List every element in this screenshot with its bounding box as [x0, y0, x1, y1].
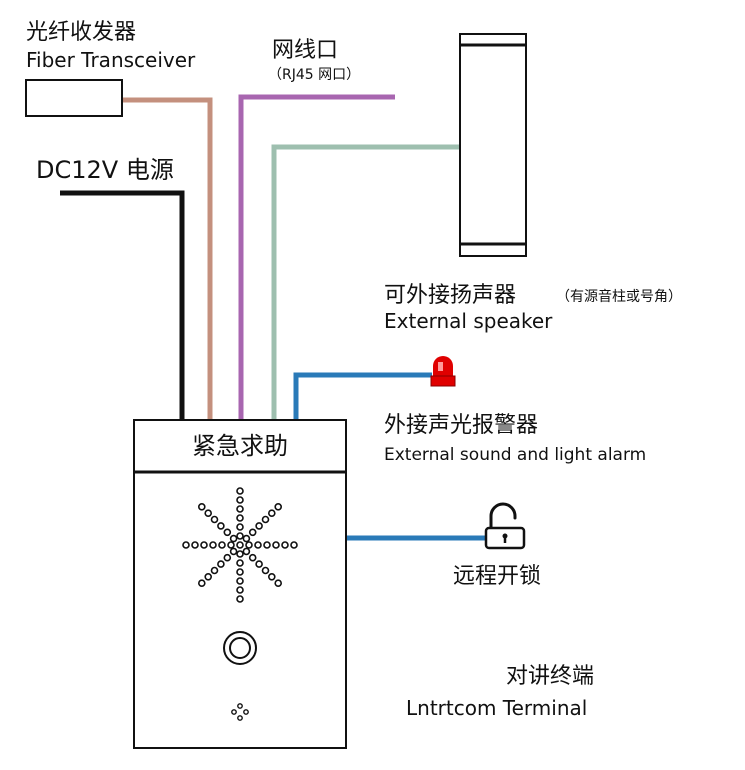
grille-hole — [236, 505, 244, 513]
speaker-label-en: External speaker — [384, 309, 553, 333]
grille-hole — [200, 541, 208, 549]
intercom-terminal — [133, 419, 347, 749]
grille-hole — [236, 514, 244, 522]
grille-hole — [263, 541, 271, 549]
grille-hole — [255, 560, 263, 568]
grille-hole — [236, 496, 244, 504]
grille-hole — [274, 502, 283, 511]
grille-hole — [290, 541, 298, 549]
network-wire — [238, 94, 395, 420]
terminal-header-box — [133, 419, 347, 473]
grille-hole — [236, 559, 244, 567]
alarm-light-icon — [430, 356, 456, 387]
grille-hole — [242, 547, 251, 556]
remote-unlock-label: 远程开锁 — [453, 564, 542, 589]
fiber-transceiver-label-zh: 光纤收发器 — [26, 20, 137, 45]
grille-hole — [242, 534, 251, 543]
grille-hole — [255, 522, 263, 530]
grille-hole — [210, 566, 219, 575]
grille-hole — [236, 550, 244, 558]
grille-hole — [254, 541, 262, 549]
terminal-label-en: Lntrtcom Terminal — [406, 696, 588, 720]
grille-hole — [274, 579, 283, 588]
alarm-wire — [293, 372, 432, 420]
speaker-label-zh: 可外接扬声器 — [384, 283, 517, 308]
grille-hole — [236, 568, 244, 576]
grille-hole — [204, 509, 212, 518]
grille-hole — [236, 523, 244, 531]
power-label: DC12V 电源 — [36, 156, 174, 184]
terminal-label-zh: 对讲终端 — [506, 664, 595, 689]
power-wire — [60, 190, 185, 420]
grille-hole — [209, 541, 217, 549]
grille-hole — [236, 595, 244, 603]
grille-hole — [236, 586, 244, 594]
grille-hole — [236, 532, 244, 540]
grille-hole — [217, 560, 225, 568]
terminal-title: 紧急求助 — [192, 432, 288, 460]
microphone-holes-icon — [231, 703, 249, 721]
fiber-transceiver-box — [25, 79, 123, 117]
alarm-label-zh: 外接声光报警器 — [384, 413, 539, 438]
grille-hole — [267, 509, 276, 518]
padlock-icon — [484, 502, 526, 550]
grille-hole — [261, 566, 270, 575]
grille-hole — [223, 553, 232, 562]
grille-hole — [236, 541, 244, 549]
grille-hole — [261, 515, 270, 524]
alarm-label-en: External sound and light alarm — [384, 445, 647, 465]
grille-hole — [229, 534, 238, 543]
grille-hole — [191, 541, 199, 549]
grille-hole — [198, 502, 206, 511]
grille-hole — [223, 528, 232, 537]
speaker-grille-icon — [182, 487, 298, 603]
network-port-label-zh: 网线口 — [272, 38, 339, 63]
network-port-note: （RJ45 网口） — [268, 67, 361, 83]
grille-hole — [236, 577, 244, 585]
grille-hole — [210, 515, 219, 524]
grille-hole — [272, 541, 280, 549]
grille-hole — [227, 541, 235, 549]
grille-hole — [245, 541, 253, 549]
fiber-transceiver-label-en: Fiber Transceiver — [26, 48, 196, 72]
call-button-icon — [223, 631, 257, 665]
speaker-wire — [271, 144, 460, 420]
speaker-note: （有源音柱或号角） — [556, 289, 682, 305]
terminal-body-box — [133, 471, 347, 749]
grille-hole — [248, 553, 257, 562]
grille-hole — [267, 572, 276, 581]
grille-hole — [218, 541, 226, 549]
grille-hole — [229, 547, 238, 556]
grille-hole — [281, 541, 289, 549]
grille-hole — [204, 572, 212, 581]
grille-hole — [248, 528, 257, 537]
grille-hole — [198, 579, 206, 588]
grille-hole — [182, 541, 190, 549]
speaker-column-icon — [459, 33, 527, 257]
grille-hole — [236, 487, 244, 495]
grille-hole — [217, 522, 225, 530]
fiber-wire — [122, 97, 213, 420]
